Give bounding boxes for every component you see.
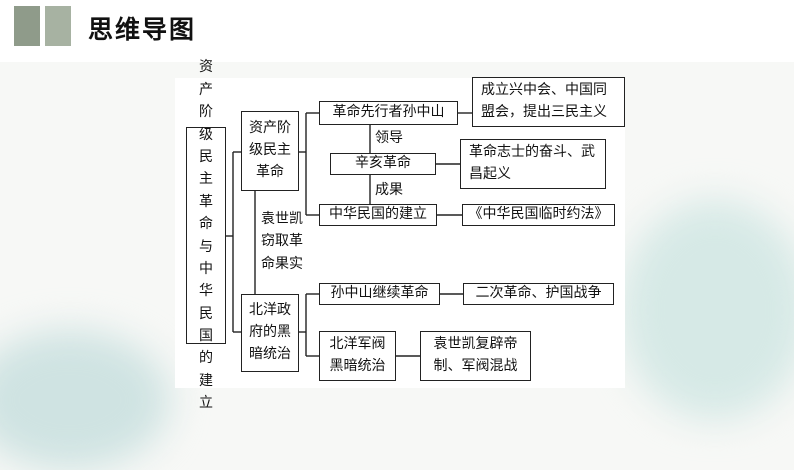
node-sun-yat-sen: 革命先行者孙中山 xyxy=(319,101,458,125)
page-title: 思维导图 xyxy=(88,15,197,44)
detail-sun-yat-sen-label: 成立兴中会、中国同盟会，提出三民主义 xyxy=(481,82,607,120)
node-sun-yat-sen-label: 革命先行者孙中山 xyxy=(332,104,445,121)
node-warlord-rule-label: 北洋军阀黑暗统治 xyxy=(329,336,386,374)
node-roc-founding: 中华民国的建立 xyxy=(319,204,437,226)
detail-xinhai-revolution: 革命志士的奋斗、武昌起义 xyxy=(460,139,606,189)
detail-second-revolution: 二次革命、护国战争 xyxy=(463,283,614,305)
detail-provisional-constitution-label: 《中华民国临时约法》 xyxy=(468,206,609,223)
node-sun-continues: 孙中山继续革命 xyxy=(319,283,440,305)
detail-second-revolution-label: 二次革命、护国战争 xyxy=(475,285,602,302)
label-lead: 领导 xyxy=(375,130,403,146)
background-wash-right xyxy=(620,200,794,420)
label-result: 成果 xyxy=(375,182,403,198)
root-node: 资产阶级民主革命与中华民国的建立 xyxy=(186,59,226,411)
detail-yuan-restoration-label: 袁世凯复辟帝制、军阀混战 xyxy=(433,336,518,374)
header-bar xyxy=(0,0,794,62)
node-roc-founding-label: 中华民国的建立 xyxy=(329,206,427,223)
label-yuan-usurps-text: 袁世凯窃取革命果实 xyxy=(261,211,303,272)
detail-provisional-constitution: 《中华民国临时约法》 xyxy=(462,204,615,226)
branch-bourgeois-revolution: 资产阶级民主革命 xyxy=(241,111,299,191)
branch-bourgeois-revolution-label: 资产阶级民主革命 xyxy=(249,120,291,180)
detail-yuan-restoration: 袁世凯复辟帝制、军阀混战 xyxy=(420,331,531,381)
connector-lines xyxy=(226,112,472,357)
node-xinhai-revolution: 辛亥革命 xyxy=(330,153,436,175)
label-yuan-usurps: 袁世凯窃取革命果实 xyxy=(259,208,305,275)
header-decor-block-2 xyxy=(45,6,71,46)
header-decor-block-1 xyxy=(14,6,40,46)
node-xinhai-revolution-label: 辛亥革命 xyxy=(355,155,411,172)
detail-xinhai-revolution-label: 革命志士的奋斗、武昌起义 xyxy=(469,144,595,182)
node-warlord-rule: 北洋军阀黑暗统治 xyxy=(319,331,396,381)
detail-sun-yat-sen: 成立兴中会、中国同盟会，提出三民主义 xyxy=(472,77,625,127)
root-node-label: 资产阶级民主革命与中华民国的建立 xyxy=(199,59,213,412)
node-sun-continues-label: 孙中山继续革命 xyxy=(330,285,429,302)
branch-beiyang-government-label: 北洋政府的黑暗统治 xyxy=(249,302,291,362)
branch-beiyang-government: 北洋政府的黑暗统治 xyxy=(241,294,299,372)
